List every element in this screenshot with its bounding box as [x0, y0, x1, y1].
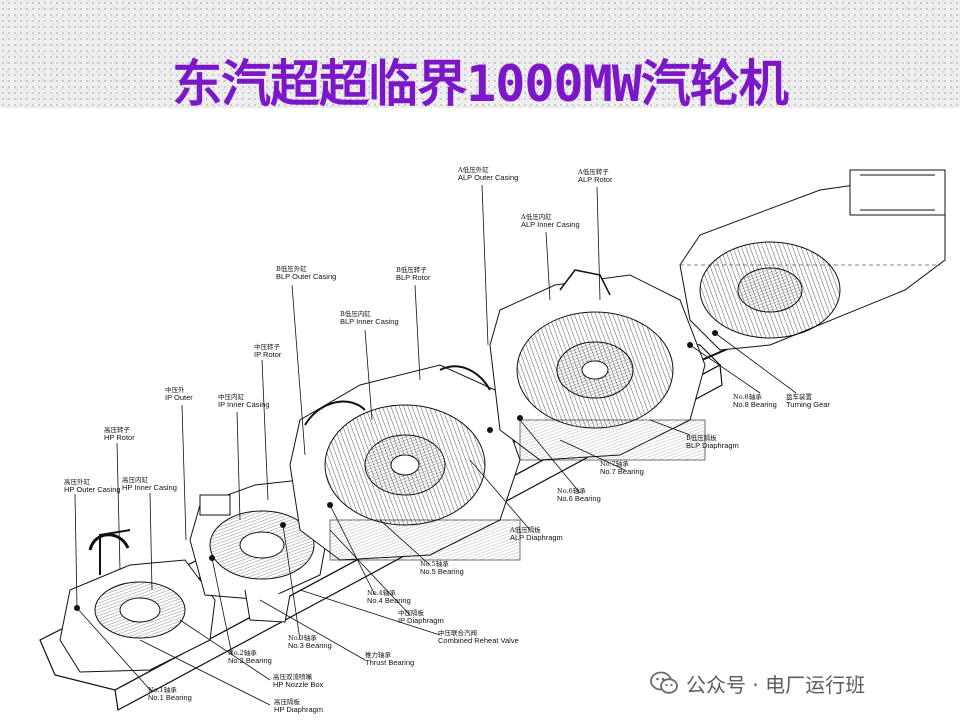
- generator: [679, 169, 946, 351]
- wechat-icon: [650, 671, 678, 694]
- ip-turbine: [189, 479, 331, 623]
- title-background: [0, 0, 960, 108]
- blp-turbine: [289, 364, 521, 561]
- watermark: 公众号 · 电厂运行班: [650, 668, 865, 698]
- hp-turbine: [59, 529, 216, 673]
- watermark-text: 公众号 · 电厂运行班: [686, 672, 866, 697]
- alp-turbine: [489, 269, 706, 461]
- leader-lines: [74, 184, 797, 706]
- slide-title: 东汽超超临界1000MW汽轮机: [172, 55, 789, 113]
